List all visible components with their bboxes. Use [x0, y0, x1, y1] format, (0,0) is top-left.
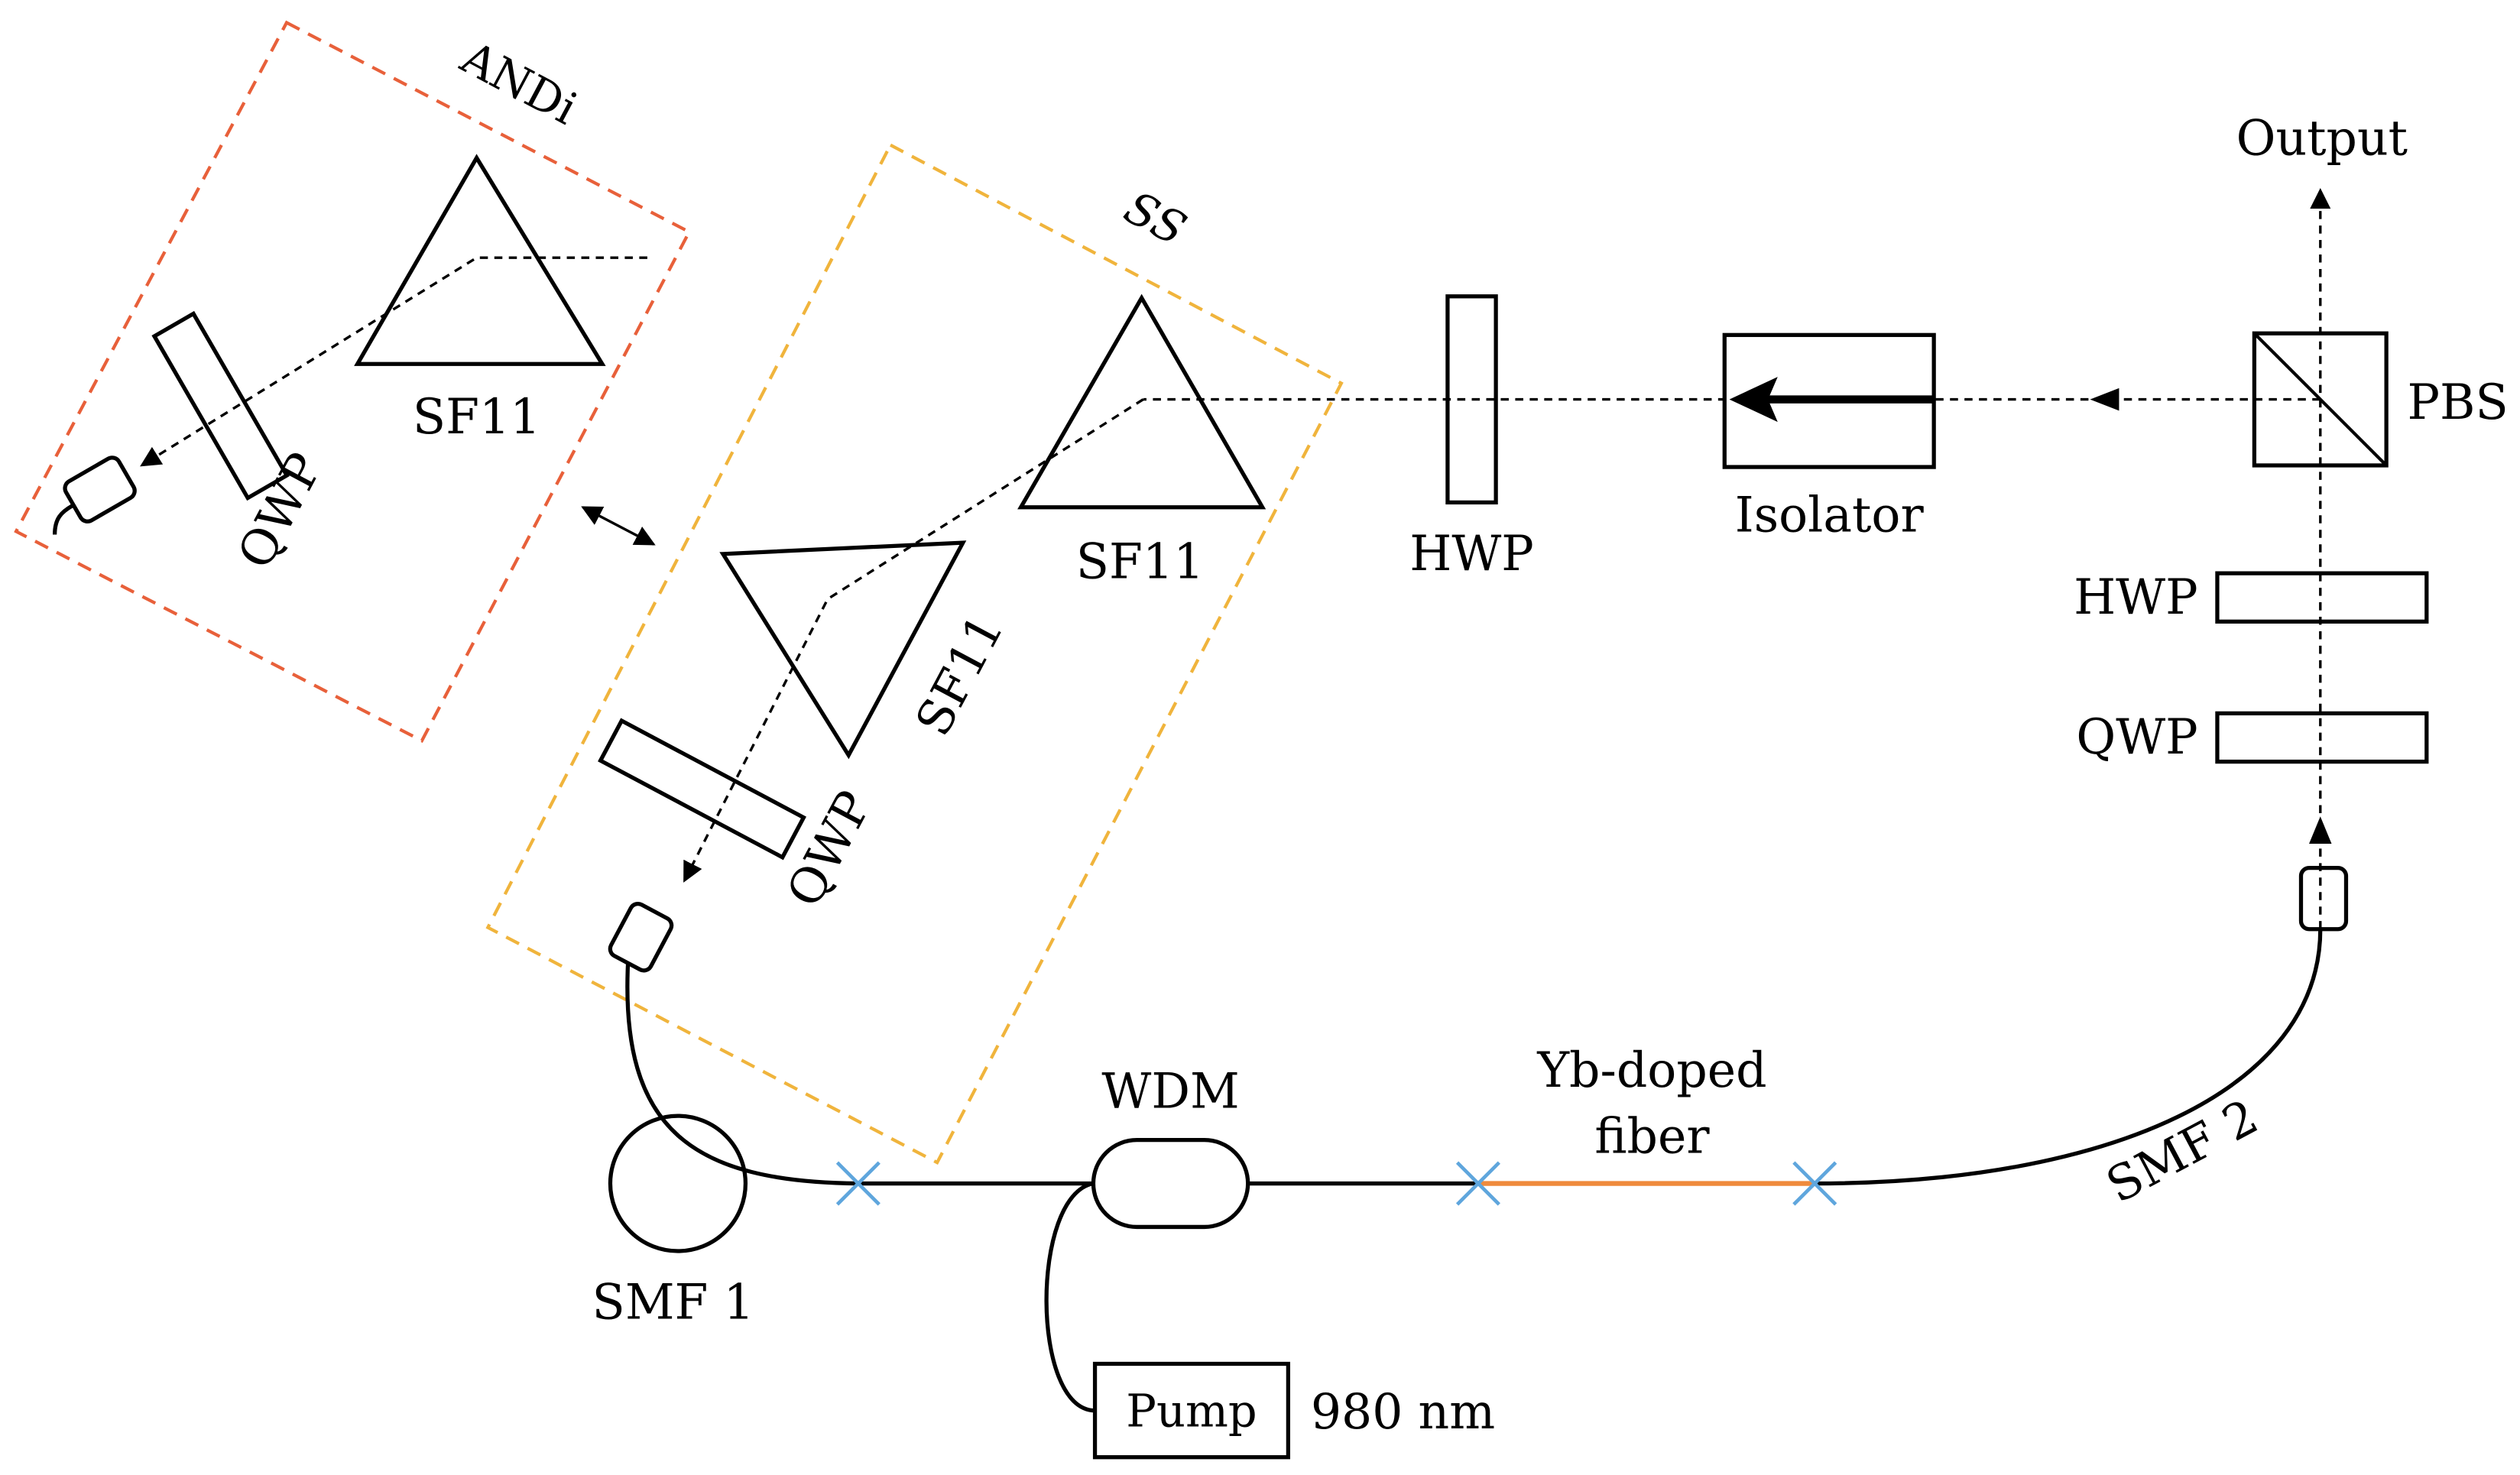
pump-label: Pump	[1126, 1385, 1257, 1438]
fiber-tail-andi	[52, 504, 74, 535]
ss-group: SS	[485, 142, 1344, 1165]
splice-mark-1	[835, 1161, 881, 1206]
hwp-vertical-arm	[2215, 571, 2429, 624]
smf1-label: SMF 1	[592, 1274, 754, 1331]
fiber-pump-lead	[1044, 1181, 1095, 1413]
splice-mark-2	[1455, 1161, 1500, 1206]
fiber-section	[608, 929, 2323, 1413]
collimator-andi	[63, 455, 137, 524]
smf2-label: SMF 2	[2097, 1088, 2267, 1214]
yb-label-line2: fiber	[1594, 1108, 1710, 1165]
sf11-prism-ss-upper	[1017, 293, 1266, 510]
andi-label: ANDi	[452, 31, 586, 135]
wdm-coupler	[1091, 1138, 1250, 1230]
fiber-to-ss-collimator	[625, 962, 858, 1186]
output-upward-arrowhead	[2309, 816, 2332, 844]
andi-dashed-box	[14, 20, 692, 744]
ss-dashed-box	[485, 142, 1344, 1165]
ss-beam	[683, 398, 1144, 883]
smf2-fiber	[1815, 929, 2323, 1186]
andi-group: ANDi	[14, 20, 692, 744]
qwp-plate-andi	[151, 310, 290, 501]
output-label: Output	[2236, 109, 2408, 166]
sf11-prism-ss-lower	[719, 540, 967, 760]
beam-arrowhead	[2090, 387, 2119, 411]
pbs-cube	[2252, 331, 2389, 468]
sf11-ss-upper-label: SF11	[1076, 533, 1205, 589]
pump-wavelength-label: 980 nm	[1311, 1383, 1495, 1440]
sf11-prism-andi	[354, 154, 606, 366]
pbs-diagonal	[2252, 332, 2388, 467]
andi-beam	[140, 256, 647, 467]
smf1-coil	[608, 1114, 748, 1253]
yb-label-line1: Yb-doped	[1536, 1042, 1766, 1098]
qwp-andi-label: QWP	[226, 443, 333, 577]
wdm-label: WDM	[1101, 1063, 1239, 1120]
beam-paths	[140, 188, 2331, 929]
ss-label: SS	[1116, 180, 1195, 255]
pump-box	[1092, 1361, 1291, 1460]
qwp-vertical-label: QWP	[2076, 708, 2197, 765]
hwp-vertical-label: HWP	[2074, 569, 2198, 625]
splice-marks	[835, 1161, 1837, 1206]
hwp-free-space	[1445, 294, 1498, 505]
collimator-output	[2298, 866, 2349, 932]
hwp-free-label: HWP	[1409, 525, 1534, 582]
pbs-label: PBS	[2408, 374, 2509, 430]
collimator-ss	[608, 901, 674, 973]
translation-arrow	[581, 506, 656, 546]
qwp-ss-label: QWP	[775, 782, 882, 916]
sf11-ss-lower-label: SF11	[904, 605, 1014, 745]
isolator-box	[1722, 332, 1936, 469]
qwp-vertical-arm	[2215, 711, 2429, 764]
qwp-plate-ss	[598, 718, 806, 861]
isolator-arrow-head	[1729, 377, 1778, 423]
isolator-label: Isolator	[1735, 486, 1925, 543]
splice-mark-3	[1792, 1161, 1837, 1206]
sf11-andi-label: SF11	[413, 388, 541, 445]
